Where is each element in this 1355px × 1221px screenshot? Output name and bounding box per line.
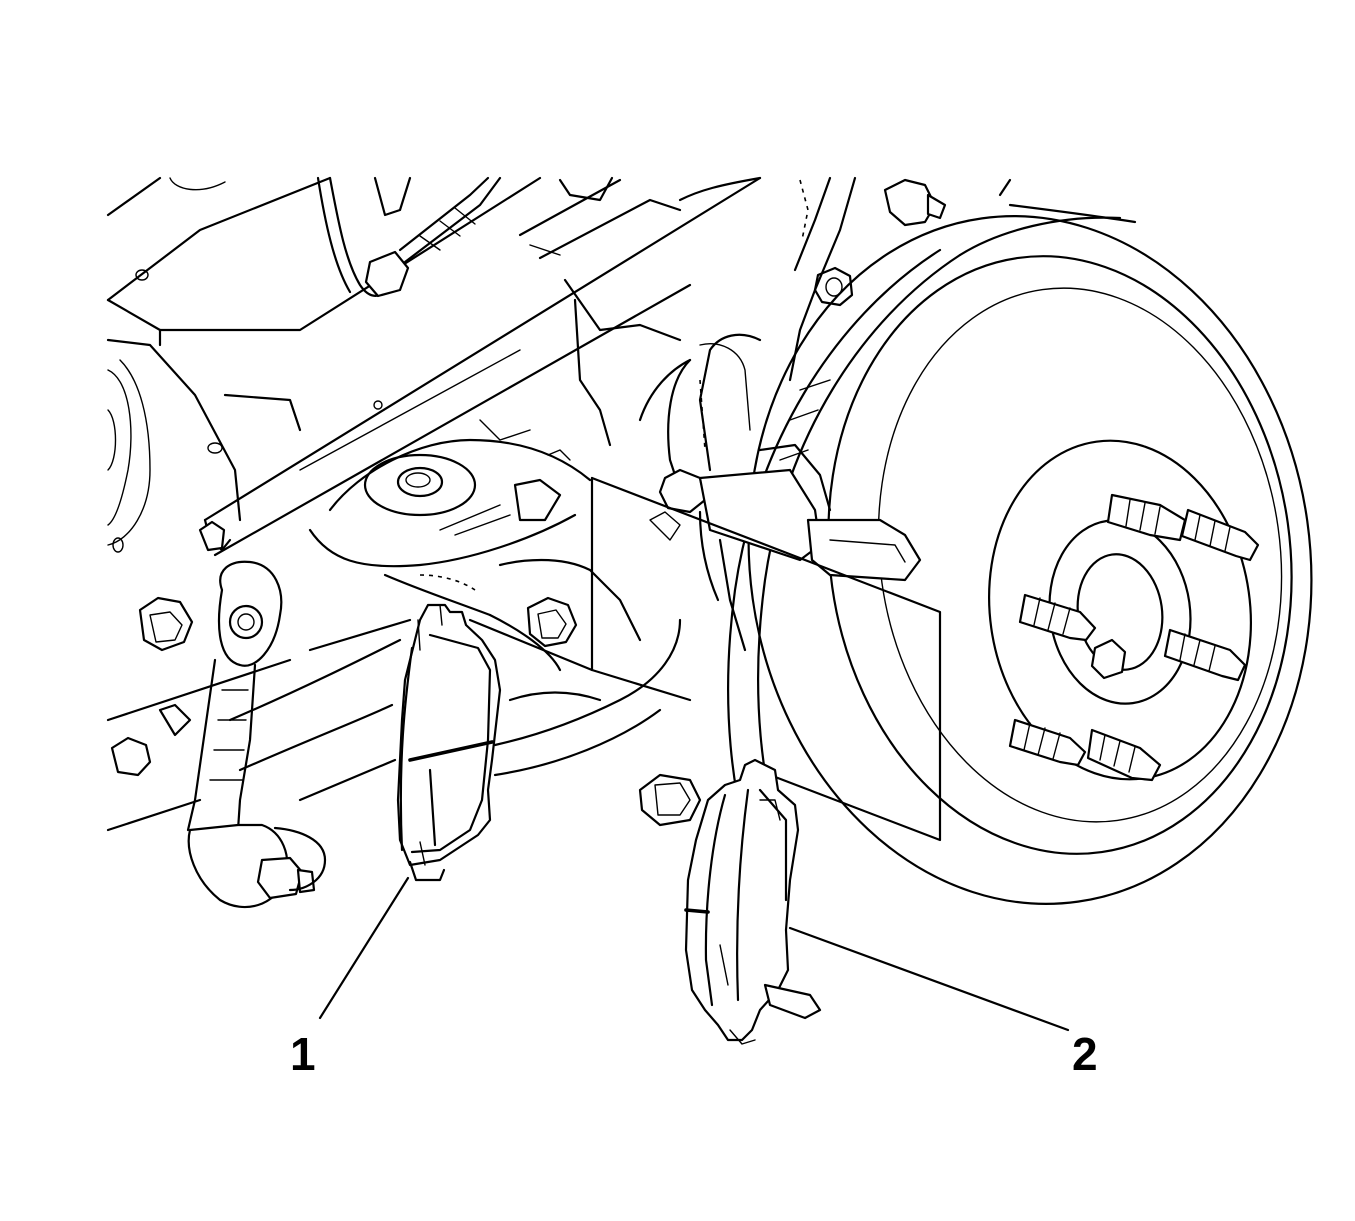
bolt-center bbox=[526, 596, 578, 648]
trailing-arm bbox=[203, 176, 762, 557]
stabilizer-link bbox=[158, 518, 327, 909]
crossmember bbox=[308, 176, 762, 568]
steering-knuckle bbox=[638, 176, 857, 492]
leader-lines bbox=[318, 876, 1070, 1032]
brake-rotor bbox=[727, 178, 1313, 905]
callout-1: 1 bbox=[290, 1028, 316, 1080]
wheel-stud-bottom-left bbox=[1008, 718, 1087, 767]
leader-line-2 bbox=[788, 926, 1070, 1032]
lower-control-arm bbox=[228, 558, 682, 802]
brake-pad-outer bbox=[638, 758, 822, 1045]
bolt-upper-knuckle bbox=[813, 266, 854, 307]
leader-line-1 bbox=[318, 876, 410, 1020]
hex-bolts bbox=[110, 178, 947, 777]
wheel-stud-right bbox=[1163, 628, 1247, 682]
brake-pad-inner bbox=[396, 603, 502, 882]
wheel-studs bbox=[1008, 493, 1260, 782]
wheel-stud-bottom-right bbox=[1086, 728, 1162, 782]
callout-plane bbox=[468, 476, 942, 842]
caliper-bracket bbox=[649, 443, 922, 652]
wheel-stud-right-top bbox=[1180, 508, 1260, 562]
wheel-stud-top bbox=[1106, 493, 1187, 542]
chassis-frame bbox=[106, 176, 542, 832]
bolt-top-right bbox=[883, 178, 947, 227]
callout-labels: 1 2 bbox=[290, 1028, 1098, 1080]
bolt-left-frame bbox=[138, 596, 194, 652]
bolt-left-lower bbox=[110, 736, 152, 777]
wheel-stud-left bbox=[1018, 593, 1097, 642]
callout-2: 2 bbox=[1072, 1028, 1098, 1080]
